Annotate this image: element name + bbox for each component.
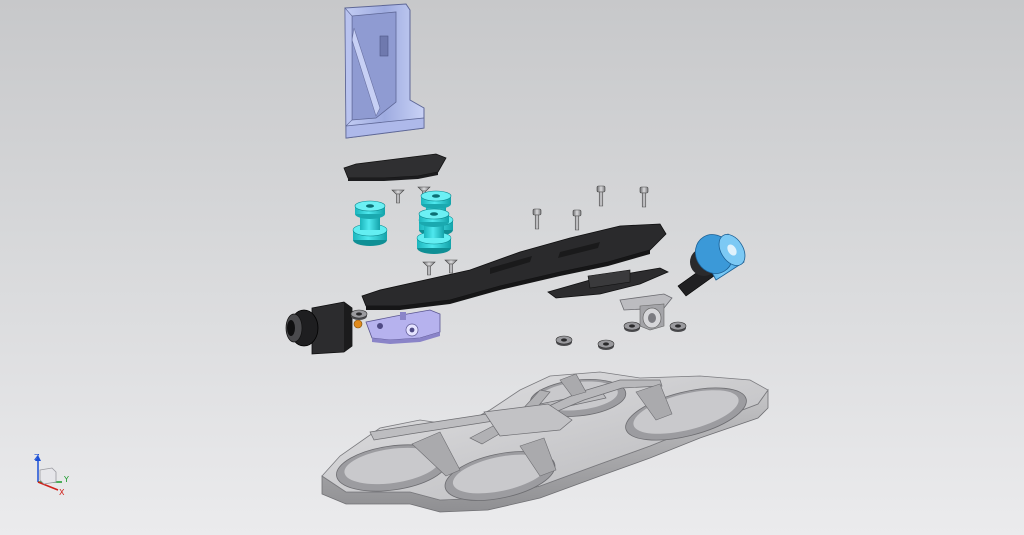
x-axis <box>37 481 59 491</box>
x-axis-label: X <box>59 488 65 497</box>
mid-plate[interactable] <box>547 267 669 299</box>
top-plate[interactable] <box>343 153 447 181</box>
rubber-dampers[interactable] <box>352 190 454 255</box>
motor[interactable] <box>677 228 750 297</box>
triad-cube <box>39 467 57 485</box>
battery-strap-mount[interactable] <box>344 3 425 139</box>
z-axis-label: Z <box>34 453 40 462</box>
z-axis-arrow <box>35 455 41 461</box>
antenna-mount[interactable] <box>619 293 673 331</box>
orientation-triad: Z Y X <box>34 453 69 497</box>
ducted-frame[interactable] <box>321 371 769 513</box>
camera-bracket[interactable] <box>365 309 441 344</box>
frame-nuts[interactable] <box>555 321 687 351</box>
main-frame-plate[interactable] <box>361 223 667 310</box>
y-axis-label: Y <box>63 475 69 484</box>
fpv-camera[interactable] <box>285 301 368 355</box>
